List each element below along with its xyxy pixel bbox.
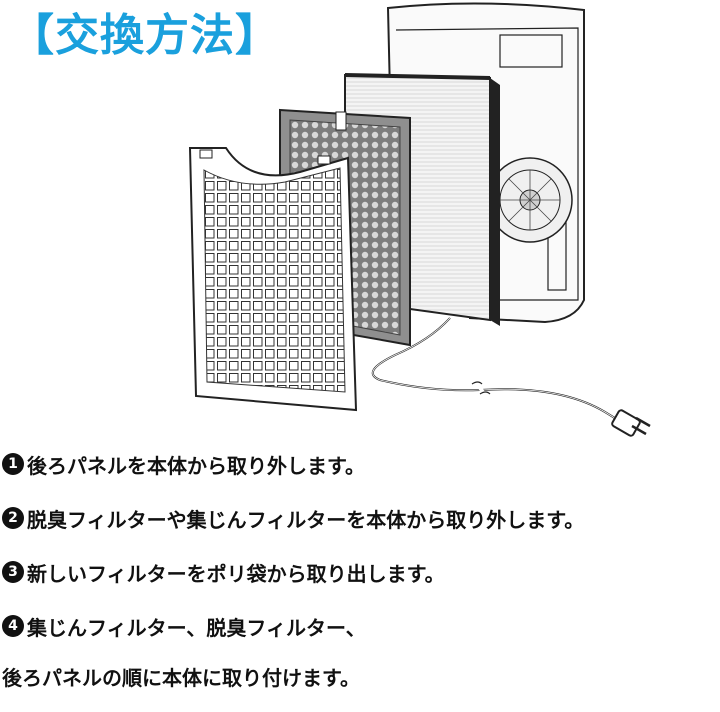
filter-replacement-illustration [188, 2, 651, 437]
step-4: 4 集じんフィルター、脱臭フィルター、 [2, 608, 718, 644]
step-text: 脱臭フィルターや集じんフィルターを本体から取り外します。 [27, 507, 585, 532]
back-panel [188, 147, 358, 412]
instruction-steps: 1 後ろパネルを本体から取り外します。 2 脱臭フィルターや集じんフィルターを本… [2, 446, 718, 712]
step-1: 1 後ろパネルを本体から取り外します。 [2, 446, 718, 482]
power-plug-icon [611, 409, 651, 437]
page-title: 【交換方法】 [10, 10, 280, 61]
step-3: 3 新しいフィルターをポリ袋から取り出します。 [2, 554, 718, 590]
step-2: 2 脱臭フィルターや集じんフィルターを本体から取り外します。 [2, 500, 718, 536]
step-number-badge: 2 [2, 507, 24, 529]
power-cord [371, 317, 619, 421]
step-number-badge: 3 [2, 561, 24, 583]
step-text: 新しいフィルターをポリ袋から取り出します。 [27, 561, 445, 586]
step-text: 後ろパネルの順に本体に取り付けます。 [2, 665, 360, 690]
step-text: 集じんフィルター、脱臭フィルター、 [27, 615, 366, 640]
step-4-continuation: 後ろパネルの順に本体に取り付けます。 [2, 658, 718, 694]
step-number-badge: 1 [2, 453, 24, 475]
step-text: 後ろパネルを本体から取り外します。 [27, 453, 365, 478]
step-number-badge: 4 [2, 615, 24, 637]
fan-icon [487, 157, 573, 243]
